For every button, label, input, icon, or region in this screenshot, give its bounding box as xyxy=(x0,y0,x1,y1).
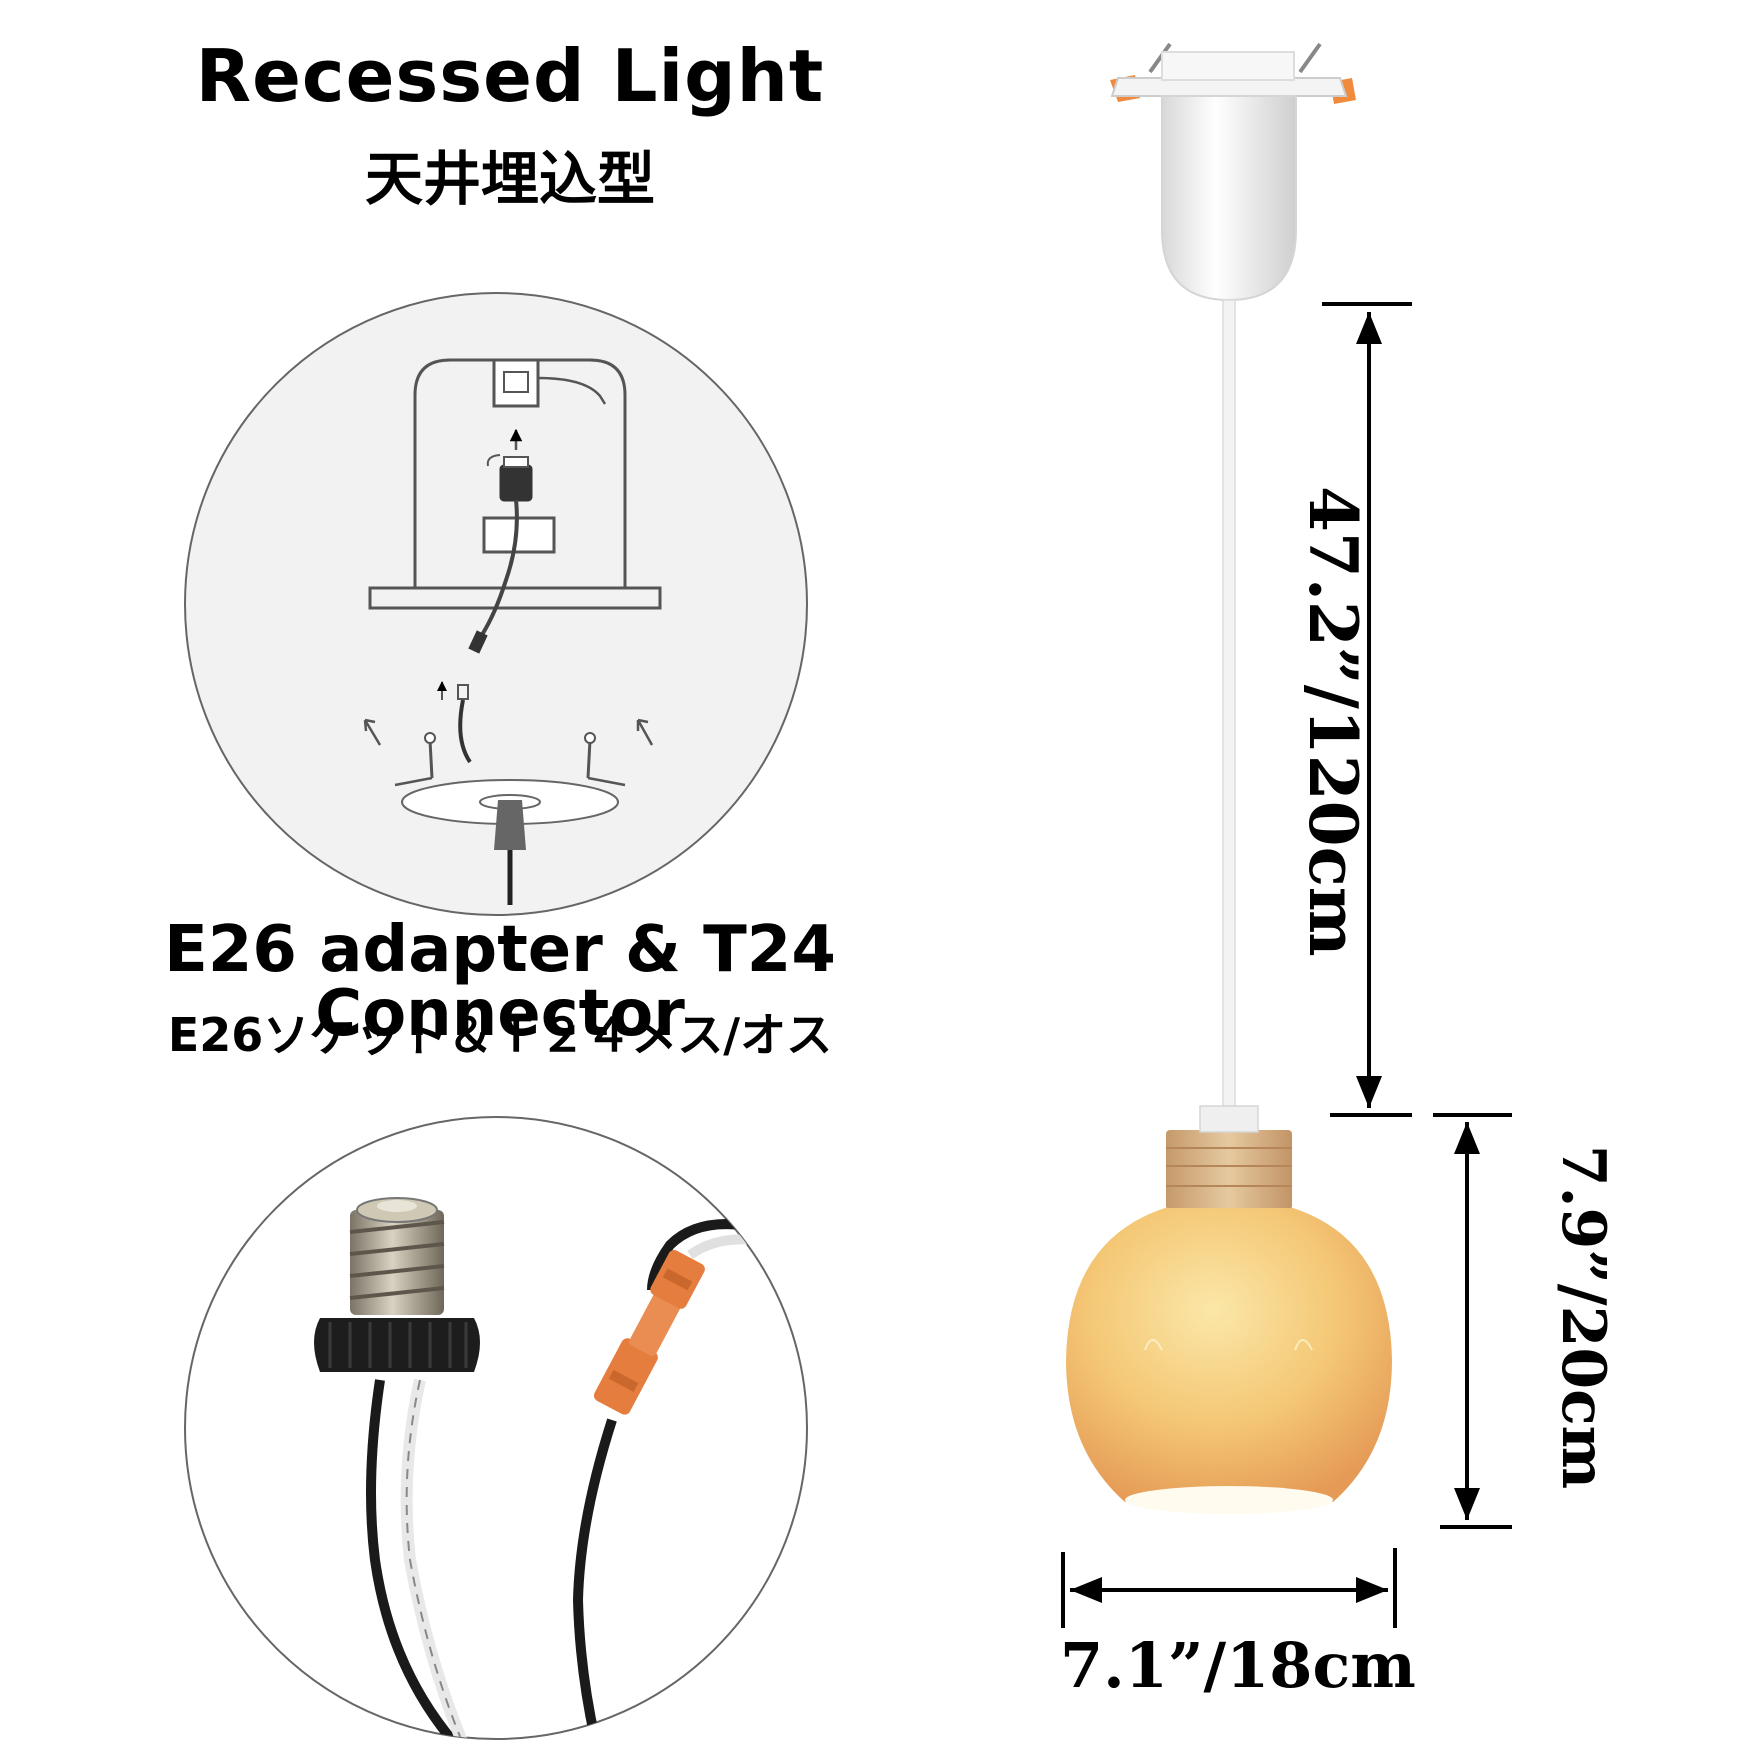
cord-length-label: 47.2”/120cm xyxy=(1294,486,1372,957)
installation-diagram xyxy=(184,292,808,916)
dimension-lines xyxy=(1061,302,1512,1628)
adapter-caption-jp: E26ソケット＆Ｔ２４メス/オス xyxy=(167,1008,833,1062)
page-title: Recessed Light xyxy=(195,34,825,118)
page-subtitle: 天井埋込型 xyxy=(364,145,655,213)
adapter-photo xyxy=(184,1116,808,1740)
adapter-caption: E26 adapter & T24 Connector xyxy=(164,913,836,1051)
shade-height-label: 7.9”/20cm xyxy=(1548,1144,1618,1490)
shade-width-label: 7.1”/18cm xyxy=(1060,1629,1416,1702)
pendant-light xyxy=(1066,42,1392,1514)
